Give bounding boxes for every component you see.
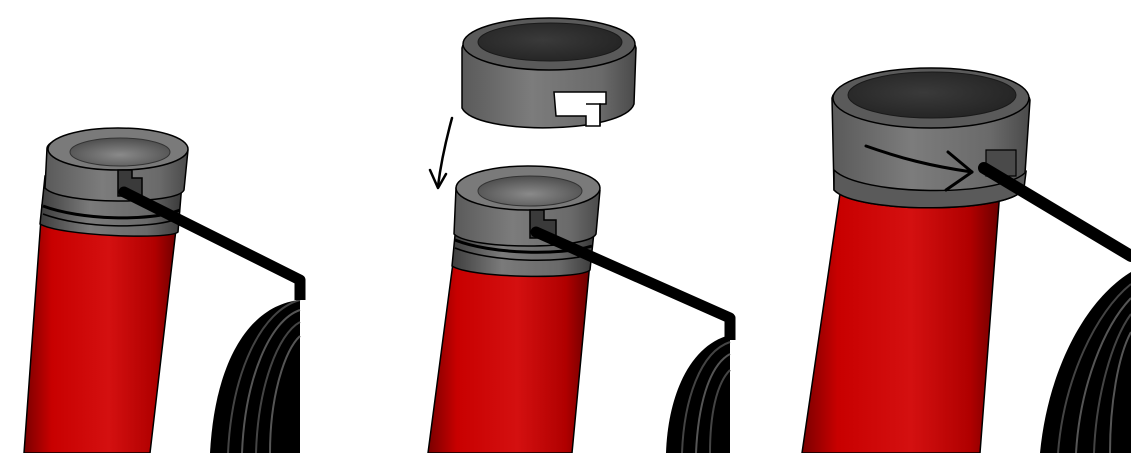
step-1-group (24, 128, 300, 453)
step-2-tube (428, 255, 590, 453)
step-3-installed-cap (832, 68, 1030, 208)
step-3-tube (802, 180, 1000, 453)
step-2-group (428, 18, 730, 453)
step-3-cable-coil (1040, 272, 1131, 453)
arrow-down-icon (430, 118, 452, 188)
step-2-loose-cap (462, 18, 636, 128)
step-2-cable-coil (666, 335, 730, 453)
step-1-cable-coil (210, 300, 300, 453)
step-3-group (802, 68, 1131, 453)
step-3-cable (984, 168, 1131, 256)
step-1-tube (24, 205, 178, 453)
